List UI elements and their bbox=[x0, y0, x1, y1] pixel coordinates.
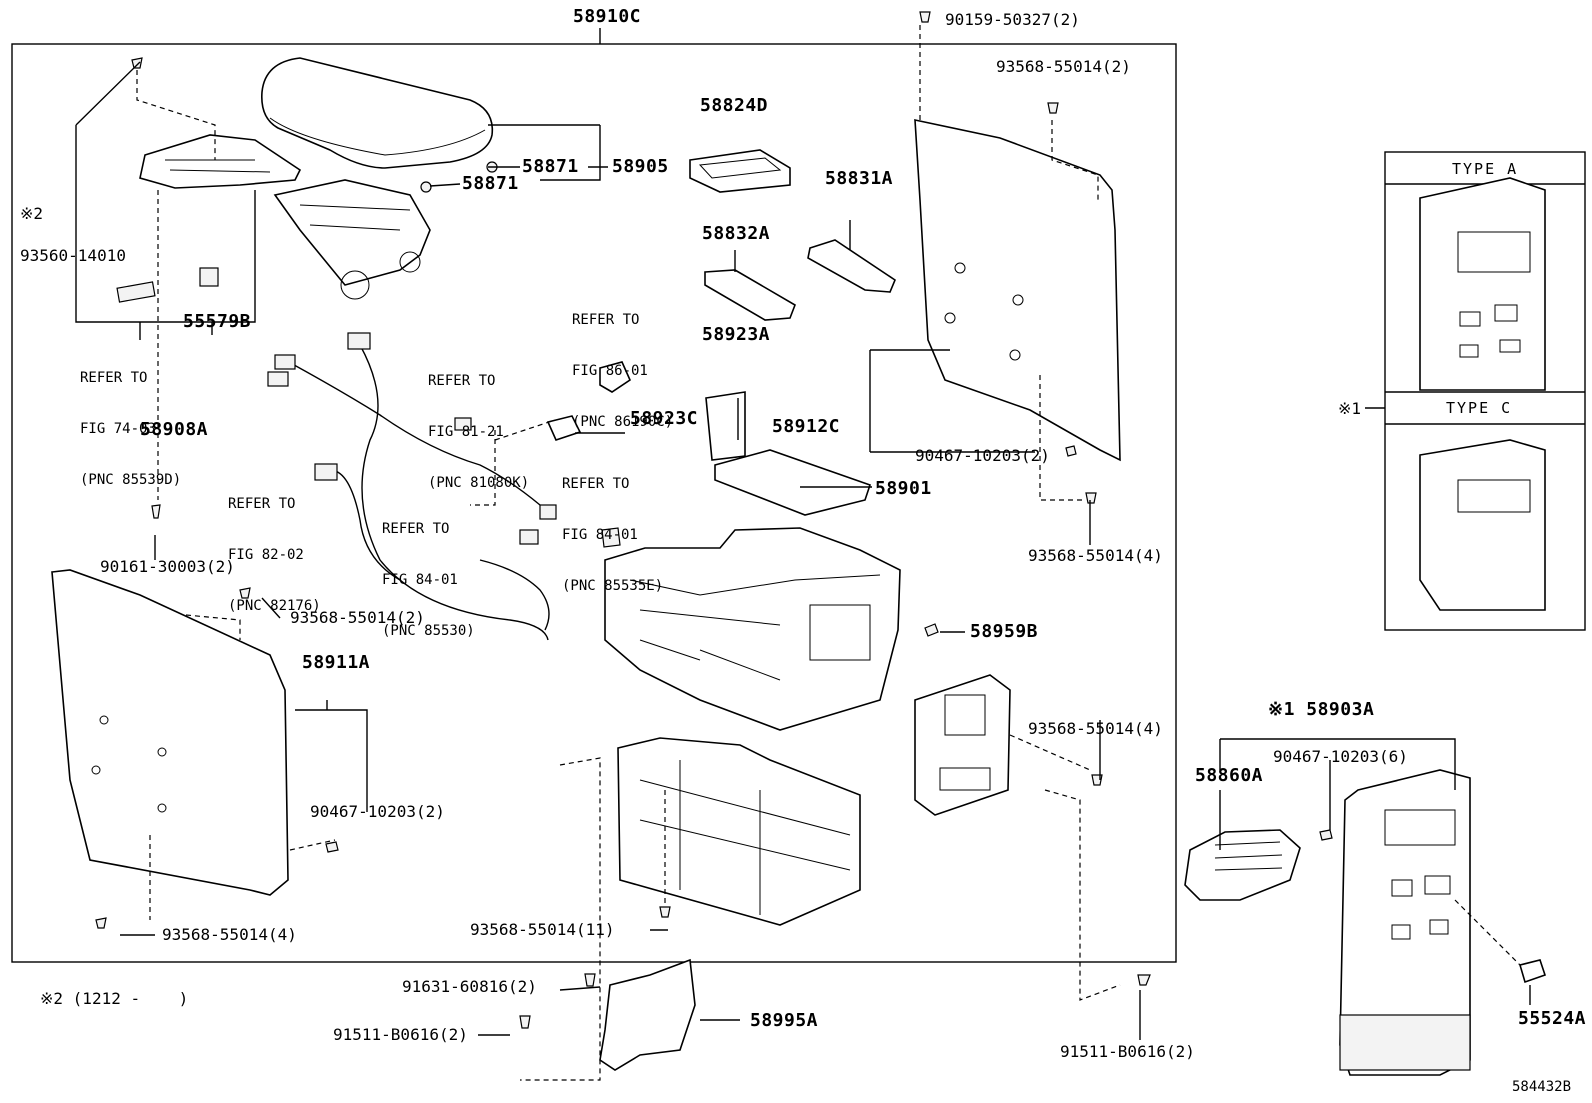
ref-line: REFER TO bbox=[80, 370, 148, 386]
part-label: ※1 58903A bbox=[1268, 699, 1375, 720]
fastener-label: 93568-55014(4) bbox=[1028, 719, 1163, 738]
fastener-label: 93568-55014(11) bbox=[470, 920, 615, 939]
reference-note: REFER TO FIG 84-01 (PNC 85535E) bbox=[562, 442, 663, 612]
part-label: 58912C bbox=[772, 416, 841, 437]
lid-part bbox=[714, 449, 872, 516]
side-panel-right-part bbox=[914, 118, 1121, 462]
reference-note: REFER TO FIG 82-02 (PNC 82176) bbox=[228, 462, 321, 632]
ref-line: REFER TO bbox=[428, 373, 496, 389]
part-label: 58995A bbox=[750, 1010, 819, 1031]
part-label: 55579B bbox=[183, 311, 252, 332]
part-label: 55524A bbox=[1518, 1008, 1587, 1029]
part-label: 58923A bbox=[702, 324, 771, 345]
armrest-lid-part bbox=[261, 57, 494, 169]
fastener-label: 91511-B0616(2) bbox=[1060, 1042, 1195, 1061]
part-label: 58908A bbox=[140, 419, 209, 440]
fastener-label: 90467-10203(2) bbox=[310, 802, 445, 821]
assembly-number: 58910C bbox=[573, 6, 642, 27]
part-label: 58871 bbox=[462, 173, 519, 194]
label-pad-part bbox=[116, 281, 156, 303]
inset-frame bbox=[1384, 151, 1586, 631]
ref-line: (PNC 81080K) bbox=[428, 475, 530, 491]
note-mark: ※1 bbox=[1338, 399, 1362, 418]
inset-title-type-a: TYPE A bbox=[1452, 160, 1519, 178]
fastener-label: 91511-B0616(2) bbox=[333, 1025, 468, 1044]
ref-line: FIG 82-02 bbox=[228, 547, 304, 563]
part-label: 58860A bbox=[1195, 765, 1264, 786]
inset-type-a-drawing bbox=[1419, 177, 1546, 391]
reference-note: REFER TO FIG 86-01 (PNC 86190C) bbox=[572, 278, 673, 448]
fastener-label: 90159-50327(2) bbox=[945, 10, 1080, 29]
vent-part bbox=[1184, 829, 1301, 901]
switch-58923C-part bbox=[546, 415, 582, 441]
side-panel-left-part bbox=[51, 569, 289, 896]
clip-part bbox=[924, 623, 939, 637]
ref-line: FIG 74-03 bbox=[80, 421, 156, 437]
bracket-58995A-part bbox=[599, 958, 696, 1071]
part-label: 58959B bbox=[970, 621, 1039, 642]
fastener-label: 90467-10203(6) bbox=[1273, 747, 1408, 766]
console-box-part bbox=[604, 527, 901, 731]
part-label: 58832A bbox=[702, 223, 771, 244]
ref-line: (PNC 85539D) bbox=[80, 472, 182, 488]
ref-line: (PNC 86190C) bbox=[572, 414, 674, 430]
hinge-bracket-part bbox=[273, 179, 431, 300]
leader-lines bbox=[75, 61, 1531, 1040]
fastener-label: 93568-55014(4) bbox=[162, 925, 297, 944]
ref-line: (PNC 85530) bbox=[382, 623, 475, 639]
wire-harness-part bbox=[267, 332, 621, 641]
ref-line: (PNC 85535E) bbox=[562, 578, 664, 594]
strip-58831A-part bbox=[807, 239, 896, 293]
inset-title-type-c: TYPE C bbox=[1446, 399, 1513, 417]
part-label: 58901 bbox=[875, 478, 932, 499]
switch-55524A-part bbox=[1518, 959, 1547, 984]
dashed-lines bbox=[136, 25, 1521, 1081]
diagram-id: 584432B bbox=[1512, 1079, 1572, 1095]
tray-part bbox=[689, 149, 791, 193]
ref-line: REFER TO bbox=[562, 476, 630, 492]
fastener-label: 90161-30003(2) bbox=[100, 557, 235, 576]
inset-type-c-drawing bbox=[1419, 439, 1546, 611]
reference-note: REFER TO FIG 84-01 (PNC 85530) bbox=[382, 487, 475, 657]
fastener-label: 90467-10203(2) bbox=[915, 446, 1050, 465]
ref-line: FIG 81-21 bbox=[428, 424, 504, 440]
bracket-plate-part bbox=[914, 674, 1011, 816]
part-label: 58911A bbox=[302, 652, 371, 673]
lower-box-part bbox=[617, 737, 861, 926]
latch-bracket-part bbox=[139, 134, 302, 287]
ref-line: FIG 86-01 bbox=[572, 363, 648, 379]
switch-part bbox=[599, 361, 632, 393]
ref-line: REFER TO bbox=[382, 521, 450, 537]
ref-line: FIG 84-01 bbox=[382, 572, 458, 588]
part-label: 58824D bbox=[700, 95, 769, 116]
fastener-label: 93560-14010 bbox=[20, 246, 126, 265]
screw-icons bbox=[95, 11, 1333, 1029]
reference-note: REFER TO FIG 81-21 (PNC 81080K) bbox=[428, 339, 529, 509]
part-label: 58871 bbox=[522, 156, 579, 177]
assembly-frame bbox=[11, 43, 1177, 963]
note-mark: ※2 bbox=[20, 204, 44, 223]
part-label: 58831A bbox=[825, 168, 894, 189]
reference-note: REFER TO FIG 74-03 (PNC 85539D) bbox=[80, 336, 181, 506]
strip-58832A-part bbox=[704, 269, 796, 321]
ref-line: FIG 84-01 bbox=[562, 527, 638, 543]
footnote: ※2 (1212 - ) bbox=[40, 989, 189, 1008]
fastener-label: 93568-55014(2) bbox=[996, 57, 1131, 76]
fastener-label: 93568-55014(4) bbox=[1028, 546, 1163, 565]
part-label: 58905 bbox=[612, 156, 669, 177]
bezel-part bbox=[705, 391, 746, 461]
ref-line: REFER TO bbox=[572, 312, 640, 328]
washer-part bbox=[420, 181, 432, 193]
ref-line: (PNC 82176) bbox=[228, 598, 321, 614]
ref-line: REFER TO bbox=[228, 496, 296, 512]
fastener-label: 93568-55014(2) bbox=[290, 608, 425, 627]
part-label: 58923C bbox=[630, 408, 699, 429]
fastener-label: 91631-60816(2) bbox=[402, 977, 537, 996]
rear-panel-part bbox=[1339, 769, 1471, 1076]
